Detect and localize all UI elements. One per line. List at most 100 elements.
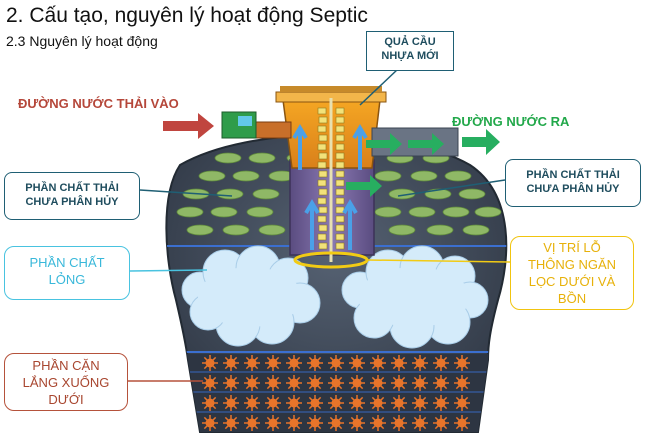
sediment-particle [265, 375, 281, 391]
liquid-cloud-right [341, 245, 489, 349]
waste-right-connector [397, 179, 506, 197]
sediment-particle [202, 375, 218, 391]
sediment-particle [370, 375, 386, 391]
plastic-ball [335, 224, 345, 232]
sediment-particle [433, 355, 449, 371]
vent-ring [293, 251, 369, 269]
plastic-ball [317, 215, 327, 223]
plastic-ball [318, 188, 328, 196]
waste-leaf [258, 224, 286, 236]
vent-connector [367, 259, 511, 263]
sediment-particle [307, 395, 323, 411]
sediment-particle [307, 375, 323, 391]
sediment-particle [433, 395, 449, 411]
plastic-ball [335, 152, 345, 160]
plastic-ball [335, 116, 345, 124]
plastic-ball [317, 197, 327, 205]
plastic-ball [318, 134, 328, 142]
outlet-label: ĐƯỜNG NƯỚC RA [452, 114, 570, 129]
waste-leaf [252, 188, 280, 200]
sediment-particle [202, 395, 218, 411]
ball-connector [359, 68, 399, 106]
inlet-pipe [221, 111, 292, 139]
waste-leaf [248, 152, 276, 164]
sediment-particle [328, 415, 344, 431]
filter-column [275, 86, 387, 262]
plastic-ball [335, 161, 345, 169]
sediment-particle [244, 375, 260, 391]
waste-leaf [246, 206, 274, 218]
waste-left-connector [139, 189, 233, 197]
waste-leaf [442, 206, 470, 218]
outlet-pipe [346, 127, 500, 197]
plastic-ball [335, 143, 345, 151]
plastic-ball [335, 242, 345, 250]
sediment-particle [349, 355, 365, 371]
page-subtitle: 2.3 Nguyên lý hoạt động [6, 33, 158, 49]
plastic-ball [318, 170, 328, 178]
plastic-ball [335, 107, 345, 115]
sediment-particle [328, 375, 344, 391]
sediment-particle [265, 395, 281, 411]
inlet-label: ĐƯỜNG NƯỚC THẢI VÀO [18, 96, 179, 111]
sediment-particle [349, 415, 365, 431]
sediment-particle [454, 415, 470, 431]
waste-leaf [474, 206, 502, 218]
waste-leaf [374, 170, 402, 182]
waste-leaf [458, 188, 486, 200]
waste-leaf [232, 170, 260, 182]
sediment-particle [286, 415, 302, 431]
sediment-particle [370, 355, 386, 371]
sediment-particle [307, 355, 323, 371]
waste-leaf [214, 152, 242, 164]
waste-leaf [462, 224, 490, 236]
plastic-ball [318, 152, 328, 160]
sediment-particle [223, 375, 239, 391]
waste-leaf [216, 188, 244, 200]
plastic-ball [335, 179, 345, 187]
waste-leaf [410, 170, 438, 182]
sediment-particle [265, 415, 281, 431]
waste-leaf [444, 170, 472, 182]
plastic-ball [317, 143, 327, 151]
plastic-ball [317, 125, 327, 133]
sediment-particle [412, 375, 428, 391]
sediment-particle [412, 395, 428, 411]
sediment-particle [454, 355, 470, 371]
waste-leaf [408, 206, 436, 218]
sediment-particle [328, 395, 344, 411]
inlet-arrow [163, 113, 214, 139]
waste-leaf [222, 224, 250, 236]
plastic-balls [317, 107, 345, 250]
plastic-ball [335, 197, 345, 205]
sediment-particle [454, 395, 470, 411]
sediment-particle [349, 395, 365, 411]
plastic-ball [318, 242, 328, 250]
plastic-ball [318, 116, 328, 124]
sediment-particle [265, 355, 281, 371]
waste-leaf [388, 224, 416, 236]
plastic-ball [318, 224, 328, 232]
plastic-ball [335, 170, 345, 178]
waste-leaf [198, 170, 226, 182]
plastic-ball [335, 134, 345, 142]
plastic-ball [317, 161, 327, 169]
waste-leaf [374, 206, 402, 218]
sediment-particle [223, 355, 239, 371]
plastic-ball [318, 206, 328, 214]
liquid-connector [129, 269, 208, 272]
sediment-particle [286, 395, 302, 411]
plastic-ball [317, 233, 327, 241]
sediment-particle [202, 355, 218, 371]
sediment-particle [223, 395, 239, 411]
sediment-particle [433, 375, 449, 391]
waste-leaf [176, 206, 204, 218]
plastic-ball [335, 125, 345, 133]
sediment-particle [286, 375, 302, 391]
waste-leaf [426, 224, 454, 236]
plastic-ball [317, 107, 327, 115]
